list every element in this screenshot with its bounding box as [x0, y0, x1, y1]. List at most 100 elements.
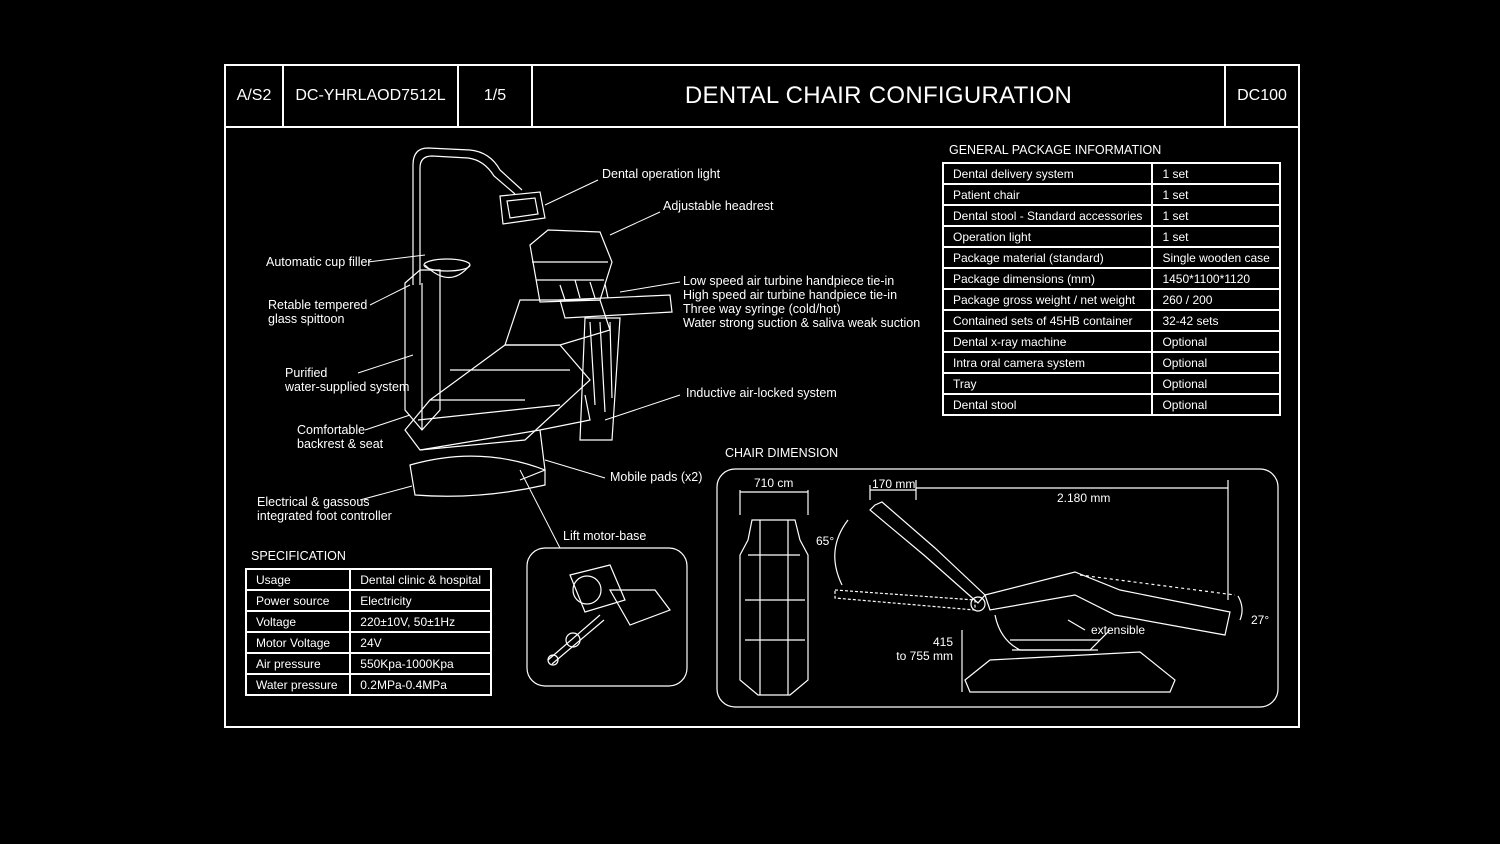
dimension-recline-angle: 65° [816, 534, 835, 548]
callout-water-line1: Purified [285, 366, 328, 380]
title-block: A/S2 DC-YHRLAOD7512L 1/5 DENTAL CHAIR CO… [226, 66, 1298, 128]
dimension-height-line2: to 755 mm [896, 649, 953, 663]
spittoon-drawing [404, 258, 471, 431]
row-label: Package dimensions (mm) [941, 267, 1154, 290]
row-label: Package gross weight / net weight [941, 288, 1154, 311]
page-number: 1/5 [459, 66, 533, 126]
callout-backrest: Comfortable backrest & seat [297, 423, 383, 451]
row-label: Intra oral camera system [941, 351, 1154, 374]
dimension-height: 415 to 755 mm [893, 635, 953, 663]
callout-lift-motor: Lift motor-base [563, 529, 647, 543]
page-title: DENTAL CHAIR CONFIGURATION [533, 66, 1226, 126]
callout-handpiece-line1: Low speed air turbine handpiece tie-in [683, 274, 895, 288]
lift-motor-inset [526, 547, 688, 687]
dimension-headrest-length: 170 mm [872, 477, 916, 491]
row-label: Dental stool - Standard accessories [941, 204, 1154, 227]
package-heading: GENERAL PACKAGE INFORMATION [949, 143, 1162, 157]
callout-spittoon-line2: glass spittoon [268, 312, 345, 326]
row-label: Air pressure [244, 652, 352, 675]
row-value: 24V [349, 631, 492, 654]
callout-foot-line1: Electrical & gassous [257, 495, 370, 509]
row-label: Usage [244, 568, 352, 591]
row-label: Motor Voltage [244, 631, 352, 654]
row-value: Single wooden case [1151, 246, 1281, 269]
row-value: 220±10V, 50±1Hz [349, 610, 492, 633]
sheet-code: A/S2 [226, 66, 284, 126]
callout-headrest: Adjustable headrest [663, 199, 774, 213]
row-value: 32-42 sets [1151, 309, 1281, 332]
callout-spittoon-line1: Retable tempered [268, 298, 368, 312]
row-value: 1450*1100*1120 [1151, 267, 1281, 290]
callout-foot-controller: Electrical & gassous integrated foot con… [257, 495, 392, 523]
callout-air-locked: Inductive air-locked system [686, 386, 837, 400]
callout-operation-light: Dental operation light [602, 167, 721, 181]
dimension-heading: CHAIR DIMENSION [725, 446, 839, 460]
table-row: Package dimensions (mm)1450*1100*1120 [941, 267, 1281, 290]
row-label: Patient chair [941, 183, 1154, 206]
callout-handpiece-line3: Three way syringe (cold/hot) [683, 302, 841, 316]
row-label: Dental stool [941, 393, 1154, 416]
row-value: Optional [1151, 351, 1281, 374]
row-value: 1 set [1151, 162, 1281, 185]
row-value: 1 set [1151, 225, 1281, 248]
dimension-extensible: extensible [1091, 623, 1146, 637]
row-label: Dental x-ray machine [941, 330, 1154, 353]
callout-water-system: Purified water-supplied system [285, 366, 409, 394]
row-value: 1 set [1151, 183, 1281, 206]
specification-heading: SPECIFICATION [251, 549, 346, 563]
dimension-leg-angle: 27° [1251, 613, 1270, 627]
row-value: 550Kpa-1000Kpa [349, 652, 492, 675]
operation-light-drawing [412, 147, 546, 285]
callout-handpiece-line4: Water strong suction & saliva weak sucti… [683, 316, 921, 330]
callout-backrest-line1: Comfortable [297, 423, 366, 437]
callout-cup-filler: Automatic cup filler [266, 255, 372, 269]
table-row: Package material (standard)Single wooden… [941, 246, 1281, 269]
row-value: Optional [1151, 393, 1281, 416]
row-value: Optional [1151, 330, 1281, 353]
row-label: Tray [941, 372, 1154, 395]
row-value: 260 / 200 [1151, 288, 1281, 311]
callout-mobile-pads: Mobile pads (x2) [610, 470, 703, 484]
drawing-sheet: A/S2 DC-YHRLAOD7512L 1/5 DENTAL CHAIR CO… [224, 64, 1300, 728]
callout-handpieces: Low speed air turbine handpiece tie-in H… [683, 274, 920, 330]
dimension-length: 2.180 mm [1057, 491, 1111, 505]
row-label: Dental delivery system [941, 162, 1154, 185]
callout-backrest-line2: backrest & seat [297, 437, 384, 451]
dimension-height-line1: 415 [932, 635, 953, 649]
row-value: 0.2MPa-0.4MPa [349, 673, 492, 696]
row-label: Water pressure [244, 673, 352, 696]
callout-spittoon: Retable tempered glass spittoon [268, 298, 367, 326]
row-label: Package material (standard) [941, 246, 1154, 269]
product-code: DC100 [1237, 87, 1287, 104]
chair-drawing [404, 229, 673, 497]
row-label: Voltage [244, 610, 352, 633]
row-value: Optional [1151, 372, 1281, 395]
callout-handpiece-line2: High speed air turbine handpiece tie-in [683, 288, 898, 302]
row-label: Operation light [941, 225, 1154, 248]
row-value: 1 set [1151, 204, 1281, 227]
row-label: Power source [244, 589, 352, 612]
row-value: Electricity [349, 589, 492, 612]
leader-lines [357, 179, 681, 549]
dimension-width: 710 cm [754, 476, 794, 490]
dimension-drawing [716, 468, 1279, 708]
